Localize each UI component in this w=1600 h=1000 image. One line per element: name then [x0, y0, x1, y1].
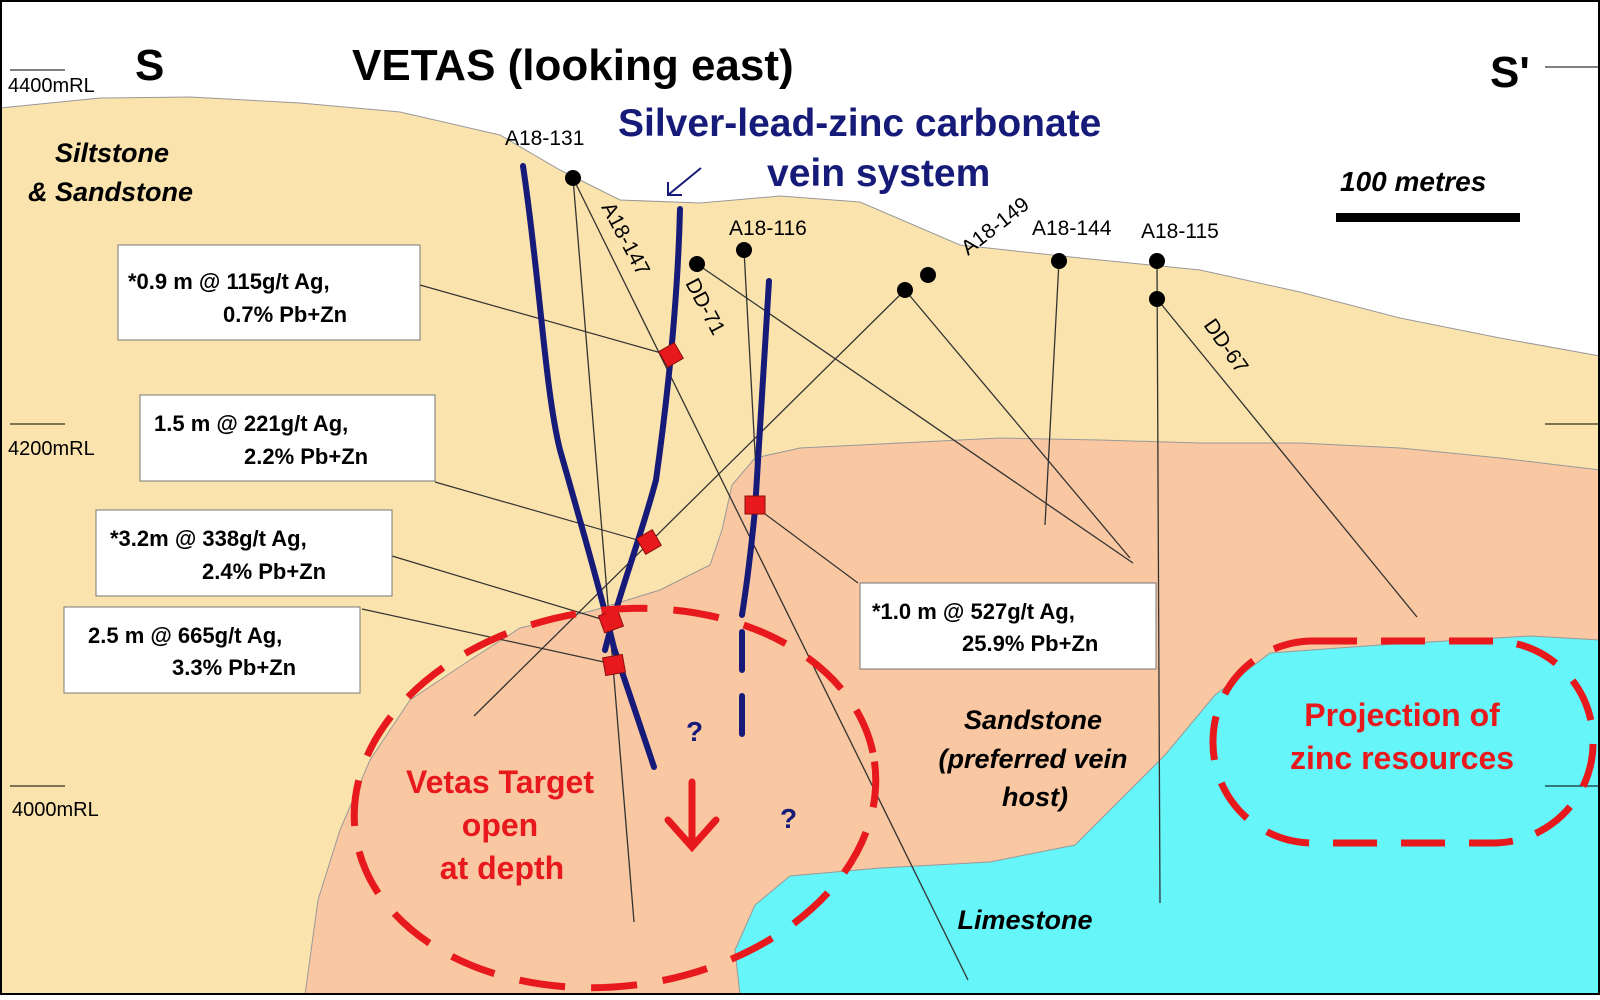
siltstone-label-line1: Siltstone	[55, 138, 169, 168]
intercept-box-2: 1.5 m @ 221g/t Ag, 2.2% Pb+Zn	[139, 394, 436, 482]
intercept-leaders	[361, 284, 859, 665]
vein-system-label-line1: Silver-lead-zinc carbonate	[618, 102, 1101, 145]
collar-a18-116	[736, 242, 752, 258]
intercept-marker-5	[744, 495, 766, 515]
intercept-4-line1: 2.5 m @ 665g/t Ag,	[88, 623, 282, 648]
intercept-5-line2: 25.9% Pb+Zn	[962, 631, 1098, 656]
drill-collars	[565, 170, 1165, 307]
collar-dd-71	[689, 256, 705, 272]
question-mark-1: ?	[686, 716, 703, 747]
intercept-box-1: *0.9 m @ 115g/t Ag, 0.7% Pb+Zn	[117, 244, 421, 341]
scale-bar-label: 100 metres	[1340, 166, 1486, 197]
intercept-5-line1: *1.0 m @ 527g/t Ag,	[872, 599, 1075, 624]
collar-dd-67	[1149, 291, 1165, 307]
intercept-1-line2: 0.7% Pb+Zn	[223, 302, 347, 327]
intercept-marker-4	[602, 653, 626, 677]
hole-label-a18-131: A18-131	[505, 127, 584, 150]
sandstone-label-line3: host)	[1002, 782, 1068, 812]
page-title: VETAS (looking east)	[352, 41, 794, 90]
hole-label-a18-116: A18-116	[729, 217, 807, 240]
limestone-unit	[734, 635, 1600, 996]
sandstone-label-line1: Sandstone	[964, 705, 1102, 735]
question-mark-2: ?	[780, 803, 797, 834]
collar-a18-149-b	[920, 267, 936, 283]
zinc-label-line1: Projection of	[1304, 697, 1500, 733]
elevation-label-4200: 4200mRL	[8, 438, 95, 460]
intercept-4-line2: 3.3% Pb+Zn	[172, 655, 296, 680]
collar-a18-131	[565, 170, 581, 186]
target-label-line1: Vetas Target	[406, 764, 594, 800]
section-end-label: S'	[1490, 48, 1530, 97]
elevation-ticks	[10, 66, 1600, 787]
vein-west	[520, 163, 657, 770]
intercept-box-3: *3.2m @ 338g/t Ag, 2.4% Pb+Zn	[95, 509, 393, 597]
elevation-label-4400: 4400mRL	[8, 75, 95, 97]
scale-bar	[1336, 213, 1520, 222]
intercept-3-line2: 2.4% Pb+Zn	[202, 559, 326, 584]
vein-central	[602, 206, 683, 653]
collar-a18-144	[1051, 253, 1067, 269]
limestone-label: Limestone	[957, 905, 1092, 935]
sandstone-label-line2: (preferred vein	[938, 744, 1127, 774]
target-label-line2: open	[462, 807, 538, 843]
collar-a18-149-a	[897, 282, 913, 298]
elevation-label-4000: 4000mRL	[12, 799, 99, 821]
zinc-label-line2: zinc resources	[1290, 740, 1514, 776]
intercept-box-4: 2.5 m @ 665g/t Ag, 3.3% Pb+Zn	[63, 606, 361, 694]
hole-label-a18-144: A18-144	[1032, 217, 1112, 240]
hole-label-a18-115: A18-115	[1141, 220, 1219, 243]
intercept-marker-1	[658, 342, 684, 368]
intercept-3-line1: *3.2m @ 338g/t Ag,	[110, 526, 307, 551]
target-label-line3: at depth	[440, 850, 564, 886]
vein-system-label-line2: vein system	[767, 152, 990, 195]
zinc-resources-outline	[1209, 637, 1597, 847]
collar-a18-115	[1149, 253, 1165, 269]
vetas-target-outline	[350, 604, 880, 992]
vein-system	[520, 163, 772, 770]
intercept-markers	[597, 342, 766, 677]
intercept-1-line1: *0.9 m @ 115g/t Ag,	[128, 269, 330, 294]
intercept-marker-2	[636, 529, 662, 555]
drill-hole-traces	[473, 177, 1418, 981]
siltstone-label-line2: & Sandstone	[28, 177, 193, 207]
target-down-arrow-icon	[664, 778, 720, 853]
section-start-label: S	[135, 41, 164, 90]
intercept-box-5: *1.0 m @ 527g/t Ag, 25.9% Pb+Zn	[859, 582, 1157, 670]
intercept-2-line2: 2.2% Pb+Zn	[244, 444, 368, 469]
vein-pointer-arrow	[667, 167, 702, 196]
intercept-2-line1: 1.5 m @ 221g/t Ag,	[154, 411, 348, 436]
vein-east	[739, 278, 772, 618]
